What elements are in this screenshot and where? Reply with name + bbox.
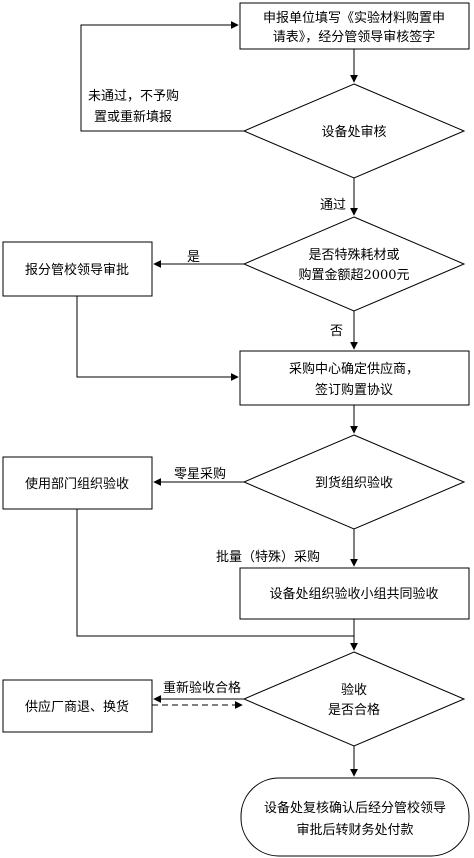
label-small-purchase: 零星采购: [174, 466, 226, 482]
special-check-line-1: 是否特殊耗材或: [308, 248, 399, 263]
final-payment-line-1: 设备处复核确认后经分管校领导: [264, 800, 446, 816]
acceptance-pass-line-2: 是否合格: [328, 702, 380, 718]
school-leader-approval-label: 报分管校领导审批: [25, 262, 129, 278]
label-rejected-line-1: 未通过，不予购: [88, 88, 179, 104]
acceptance-pass-line-1: 验收: [341, 682, 367, 698]
purchase-center-line-2: 签订购置协议: [315, 382, 393, 398]
special-check-line-2: 购置金额超2000元: [298, 267, 409, 283]
edge-department-to-pass: [76, 509, 358, 651]
label-no: 否: [330, 324, 343, 339]
label-yes: 是: [187, 250, 200, 265]
arrival-acceptance-decision: 到货组织验收: [242, 434, 466, 530]
department-acceptance-box: 使用部门组织验收: [2, 456, 153, 510]
special-check-decision: 是否特殊耗材或 购置金额超2000元: [242, 216, 466, 312]
school-leader-approval-box: 报分管校领导审批: [2, 241, 153, 297]
edge-review-rejected-loop: [80, 21, 244, 132]
final-payment-line-2: 审批后转财务处付款: [296, 822, 413, 838]
team-acceptance-box: 设备处组织验收小组共同验收: [239, 567, 470, 620]
label-rejected-line-2: 置或重新填报: [94, 109, 172, 125]
edges: [76, 21, 358, 777]
purchase-center-box: 采购中心确定供应商， 签订购置协议: [239, 350, 470, 406]
apply-form-box: 申报单位填写《实验材料购置申 请表》，经分管领导审核签字: [239, 2, 470, 50]
apply-form-line-2: 请表》，经分管领导审核签字: [273, 29, 436, 45]
arrival-acceptance-label: 到货组织验收: [315, 475, 393, 491]
label-passed: 通过: [320, 198, 346, 213]
equipment-review-decision: 设备处审核: [242, 83, 466, 179]
supplier-return-label: 供应厂商退、换货: [25, 699, 129, 715]
label-bulk-purchase: 批量（特殊）采购: [216, 549, 320, 565]
final-payment-terminal: 设备处复核确认后经分管校领导 审批后转财务处付款: [240, 777, 470, 857]
supplier-return-box: 供应厂商退、换货: [2, 679, 153, 733]
team-acceptance-label: 设备处组织验收小组共同验收: [269, 586, 438, 602]
acceptance-pass-decision: 验收 是否合格: [242, 651, 466, 747]
purchase-center-line-1: 采购中心确定供应商，: [289, 361, 419, 377]
label-reaccept-ok: 重新验收合格: [163, 680, 241, 696]
edge-leader-to-purchase: [76, 296, 239, 381]
apply-form-line-1: 申报单位填写《实验材料购置申: [263, 10, 445, 26]
department-acceptance-label: 使用部门组织验收: [25, 476, 129, 492]
equipment-review-label: 设备处审核: [321, 124, 386, 140]
